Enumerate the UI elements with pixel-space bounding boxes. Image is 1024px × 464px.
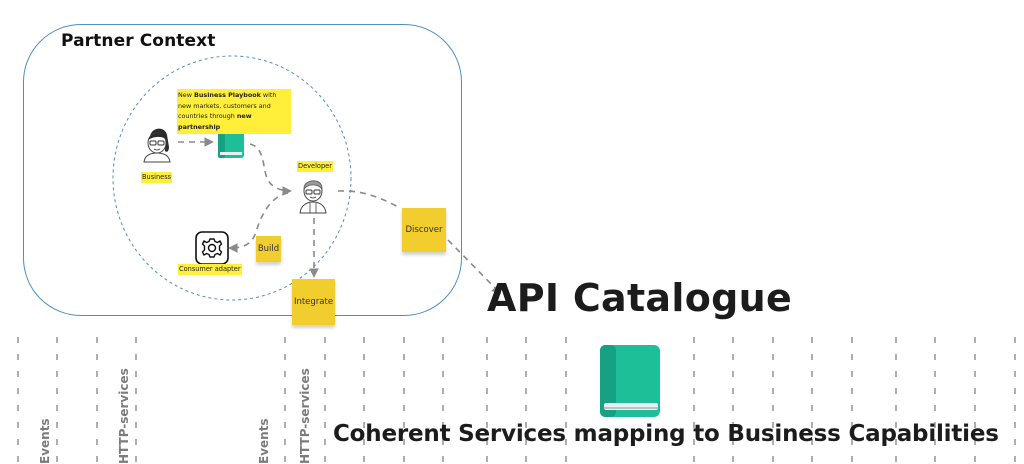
partner-context-container [23, 24, 462, 316]
note-bold-new-partnership: new partnership [178, 112, 252, 131]
gear-icon [195, 231, 229, 265]
sticky-discover[interactable]: Discover [402, 208, 446, 252]
playbook-note: New Business Playbook with new markets, … [177, 89, 291, 134]
partner-context-title: Partner Context [61, 31, 216, 51]
business-label: Business [141, 172, 173, 183]
developer-avatar-icon [299, 180, 327, 214]
playbook-book-icon [218, 127, 244, 158]
note-bold-business-playbook: Business Playbook [193, 91, 261, 99]
developer-label: Developer [297, 161, 333, 172]
arrow-developer-to-adapter [228, 192, 289, 253]
consumer-adapter-label: Consumer adapter [178, 264, 242, 275]
api-catalogue-subtitle: Coherent Services mapping to Business Ca… [333, 421, 999, 447]
arrow-developer-to-discover [337, 190, 401, 209]
lane-label-events: Events [38, 418, 52, 464]
catalogue-book-icon [600, 345, 660, 417]
sticky-build[interactable]: Build [256, 236, 281, 262]
lane-label-events: Events [257, 418, 271, 464]
api-catalogue-title: API Catalogue [487, 276, 793, 320]
lane-label-http-services: HTTP-services [117, 368, 131, 464]
arrow-playbook-to-developer [249, 143, 292, 196]
note-text: with new markets, customers and countrie… [178, 91, 277, 120]
note-text: New [178, 91, 194, 99]
scope-circle [112, 55, 352, 301]
lane-label-http-services: HTTP-services [298, 368, 312, 464]
business-avatar-icon [143, 128, 171, 163]
sticky-integrate[interactable]: Integrate [292, 279, 335, 325]
arrow-discover-to-catalogue [447, 239, 502, 295]
